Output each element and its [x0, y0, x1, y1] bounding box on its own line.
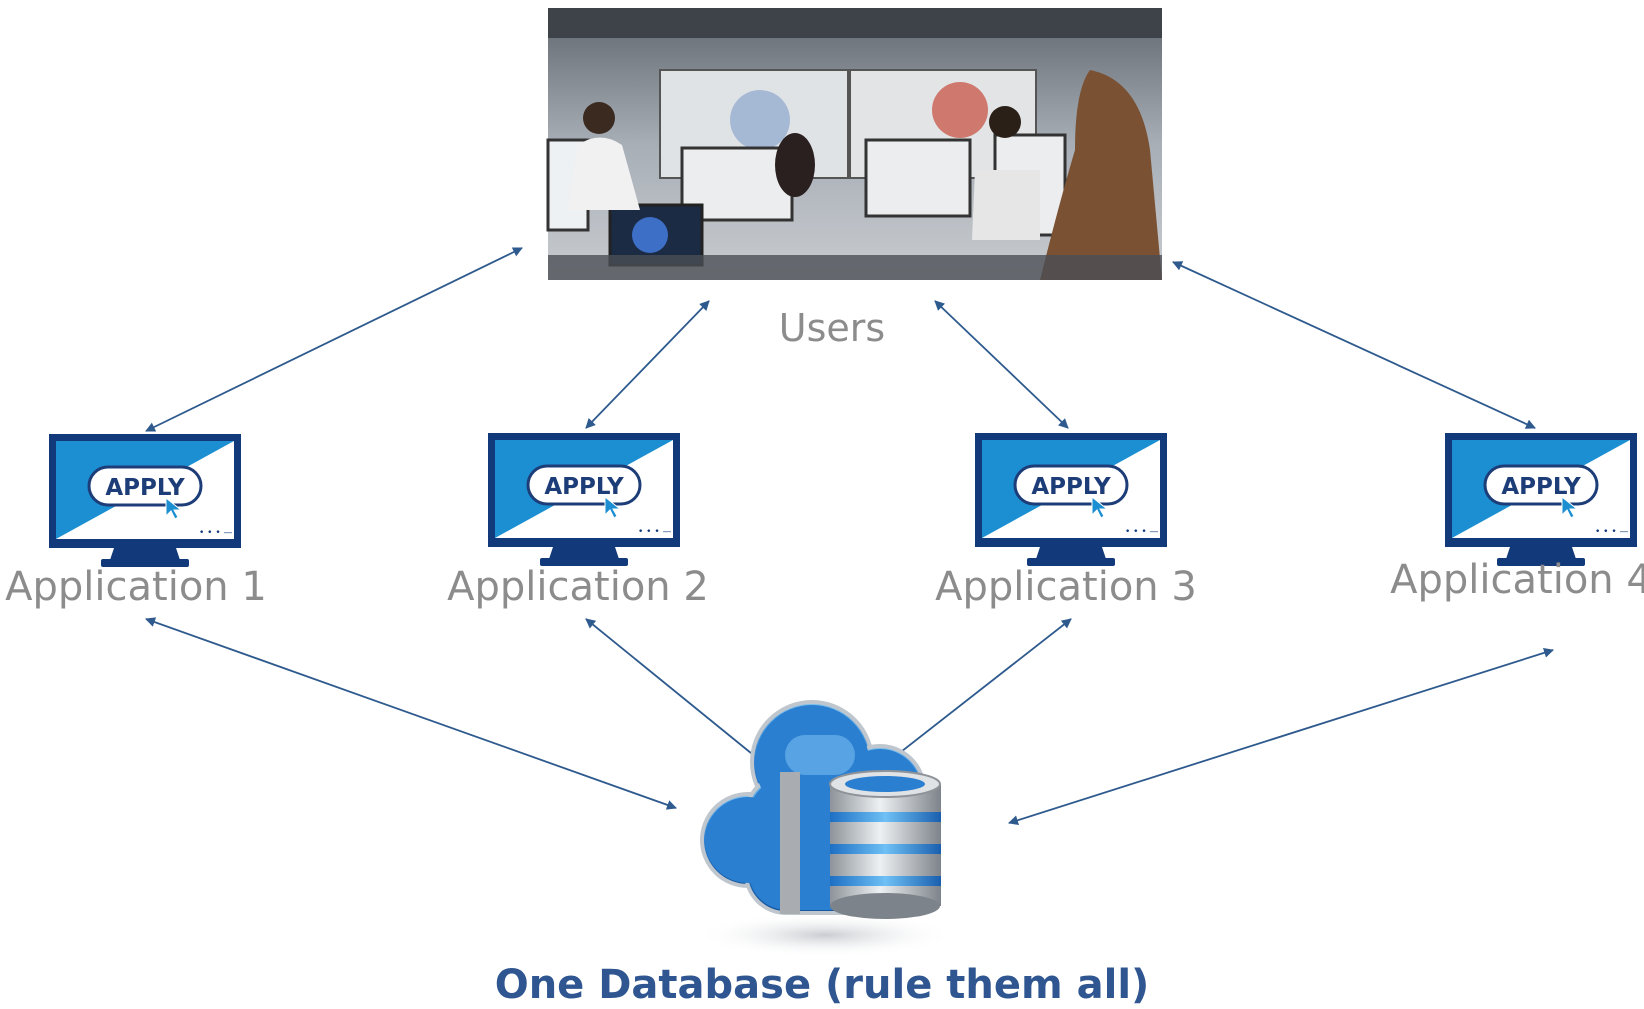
users-label: Users [778, 306, 886, 350]
app-db-connectors [145, 617, 1554, 826]
application-2-label: Application 2 [447, 564, 709, 610]
arrow-app1-db [145, 617, 677, 810]
users-app-connectors [145, 247, 1536, 432]
application-4-label: Application 4 [1390, 557, 1644, 603]
application-1-monitor: APPLY [49, 434, 241, 567]
users-photo [546, 8, 1162, 280]
application-4-monitor: APPLY [1445, 433, 1637, 566]
arrow-users-app1 [145, 247, 523, 432]
cloud-database-icon [695, 700, 955, 957]
application-1-apply-text: APPLY [105, 475, 185, 501]
application-3-monitor: APPLY [975, 433, 1167, 566]
application-2-apply-text: APPLY [544, 474, 624, 500]
application-1-label: Application 1 [5, 564, 267, 610]
application-3-apply-text: APPLY [1031, 474, 1111, 500]
arrow-app3-db [887, 618, 1072, 763]
cursor-icon [1091, 495, 1109, 519]
arrow-users-app3 [934, 300, 1069, 429]
cursor-icon [1561, 495, 1579, 519]
arrow-users-app4 [1172, 261, 1536, 429]
application-4-apply-text: APPLY [1501, 474, 1581, 500]
arrow-app2-db [585, 618, 763, 763]
application-3-label: Application 3 [935, 564, 1197, 610]
application-2-monitor: APPLY [488, 433, 680, 566]
database-label: One Database (rule them all) [494, 962, 1150, 1008]
cursor-icon [604, 495, 622, 519]
arrow-users-app2 [585, 300, 710, 429]
cursor-icon [165, 496, 183, 520]
database-cylinder [829, 770, 941, 919]
arrow-app4-db [1008, 647, 1554, 826]
